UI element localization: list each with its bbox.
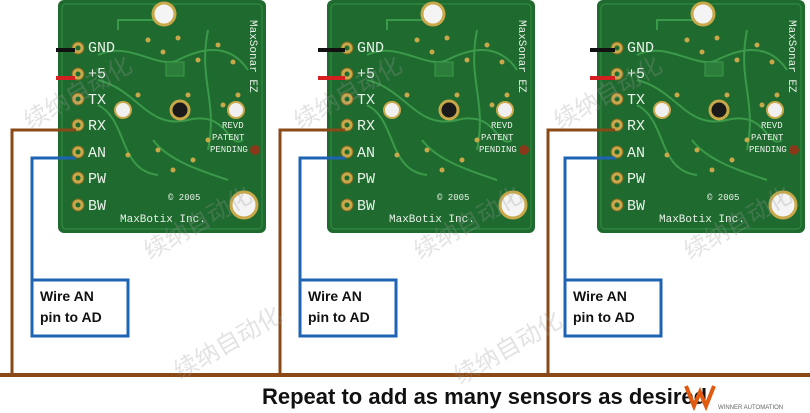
an-callout-box <box>298 278 398 338</box>
board-patent: PATENT <box>212 133 245 143</box>
pin-label-pw: PW <box>88 171 106 188</box>
pin-label-bw: BW <box>357 198 375 215</box>
pin-label-an: AN <box>357 145 375 162</box>
callout-line-1: Wire AN <box>308 288 362 304</box>
board-brand-side: MaxSonar EZ <box>246 20 258 93</box>
pin-label-tx: TX <box>88 92 106 109</box>
callout-line-2: pin to AD <box>573 309 635 325</box>
pin-label-an: AN <box>627 145 645 162</box>
board-copyright: © 2005 <box>707 193 739 203</box>
an-wire <box>563 156 615 280</box>
callout-line-1: Wire AN <box>573 288 627 304</box>
an-callout-box <box>563 278 663 338</box>
brand-logo: WINNER AUTOMATION <box>684 385 783 412</box>
logo-w-mark <box>684 385 716 412</box>
board-pending: PENDING <box>749 145 787 155</box>
pin-label-an: AN <box>88 145 106 162</box>
logo-text: WINNER AUTOMATION <box>718 405 783 411</box>
callout-line-1: Wire AN <box>40 288 94 304</box>
rx-chain-wire <box>10 128 76 375</box>
board-rev: REVD <box>761 121 783 131</box>
board-brand-side: MaxSonar EZ <box>515 20 527 93</box>
sensor-2: GND +5 TX RX AN PW BW MaxSonar EZ MaxBot… <box>278 0 535 375</box>
board-pending: PENDING <box>210 145 248 155</box>
board-brand-side: MaxSonar EZ <box>785 20 797 93</box>
rx-chain-wire <box>546 128 615 375</box>
an-callout-box <box>30 278 130 338</box>
board-patent: PATENT <box>751 133 784 143</box>
sensor-1: GND +5 TX RX AN PW BW MaxSonar EZ MaxBot… <box>10 0 266 375</box>
rx-chain-wire <box>278 128 345 375</box>
pin-label-gnd: GND <box>627 40 654 57</box>
an-wire <box>298 156 345 280</box>
board-brand-bottom: MaxBotix Inc. <box>120 214 206 226</box>
an-wire <box>30 156 76 280</box>
sensor-3: GND +5 TX RX AN PW BW MaxSonar EZ MaxBot… <box>546 0 805 375</box>
board-rev: REVD <box>491 121 513 131</box>
pin-label-5v: +5 <box>627 66 645 83</box>
watermark-text: 续纳自动化 <box>169 301 287 385</box>
board-brand-bottom: MaxBotix Inc. <box>389 214 475 226</box>
pin-label-bw: BW <box>627 198 645 215</box>
callout-line-2: pin to AD <box>40 309 102 325</box>
caption-text: Repeat to add as many sensors as desired <box>262 384 707 409</box>
board-patent: PATENT <box>481 133 514 143</box>
pin-label-5v: +5 <box>88 66 106 83</box>
pin-label-pw: PW <box>357 171 375 188</box>
board-brand-bottom: MaxBotix Inc. <box>659 214 745 226</box>
callout-line-2: pin to AD <box>308 309 370 325</box>
pin-label-rx: RX <box>357 118 375 135</box>
board-pending: PENDING <box>479 145 517 155</box>
board-copyright: © 2005 <box>437 193 469 203</box>
pin-label-tx: TX <box>357 92 375 109</box>
pin-label-5v: +5 <box>357 66 375 83</box>
pin-label-rx: RX <box>88 118 106 135</box>
pin-label-gnd: GND <box>88 40 115 57</box>
pin-label-rx: RX <box>627 118 645 135</box>
board-copyright: © 2005 <box>168 193 200 203</box>
pin-label-gnd: GND <box>357 40 384 57</box>
pin-label-bw: BW <box>88 198 106 215</box>
board-rev: REVD <box>222 121 244 131</box>
pin-label-pw: PW <box>627 171 645 188</box>
pin-label-tx: TX <box>627 92 645 109</box>
